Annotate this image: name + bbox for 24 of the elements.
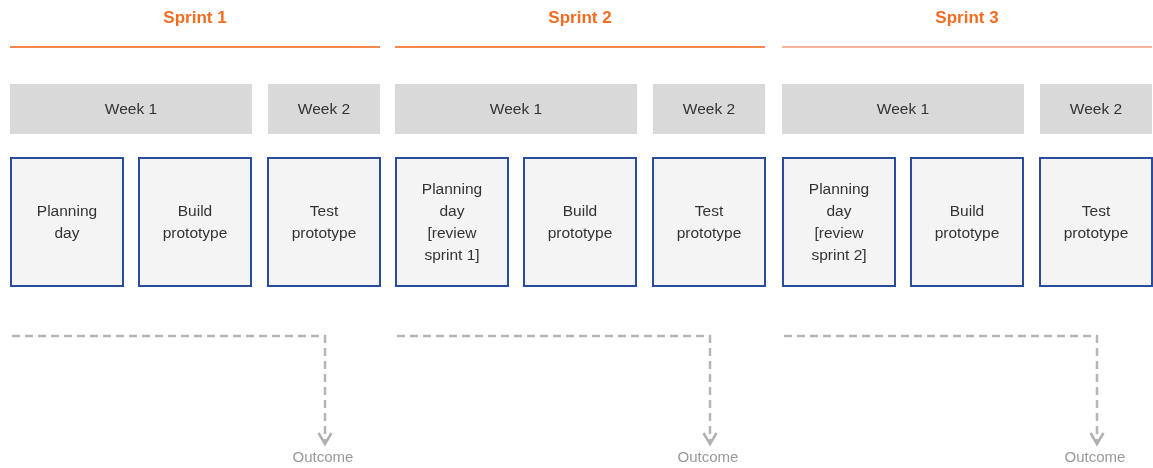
dashed-arrow: [12, 334, 333, 446]
task-box: Build prototype: [523, 157, 637, 287]
task-box: Planning day [review sprint 2]: [782, 157, 896, 287]
outcome-label: Outcome: [280, 446, 366, 468]
sprint-heading: Sprint 3: [934, 8, 1000, 28]
week-header-bar: Week 2: [1040, 84, 1152, 134]
task-box: Planning day [review sprint 1]: [395, 157, 509, 287]
dashed-arrow: [784, 334, 1105, 446]
task-box: Planning day: [10, 157, 124, 287]
task-box: Test prototype: [1039, 157, 1153, 287]
task-box: Test prototype: [652, 157, 766, 287]
outcome-label: Outcome: [665, 446, 751, 468]
week-header-bar: Week 2: [268, 84, 380, 134]
dashed-arrow: [397, 334, 718, 446]
task-box: Build prototype: [138, 157, 252, 287]
task-box: Test prototype: [267, 157, 381, 287]
sprint-heading: Sprint 1: [162, 8, 228, 28]
week-header-bar: Week 1: [395, 84, 637, 134]
sprint-heading: Sprint 2: [547, 8, 613, 28]
week-header-bar: Week 1: [782, 84, 1024, 134]
week-header-bar: Week 2: [653, 84, 765, 134]
outcome-label: Outcome: [1052, 446, 1138, 468]
week-header-bar: Week 1: [10, 84, 252, 134]
task-box: Build prototype: [910, 157, 1024, 287]
